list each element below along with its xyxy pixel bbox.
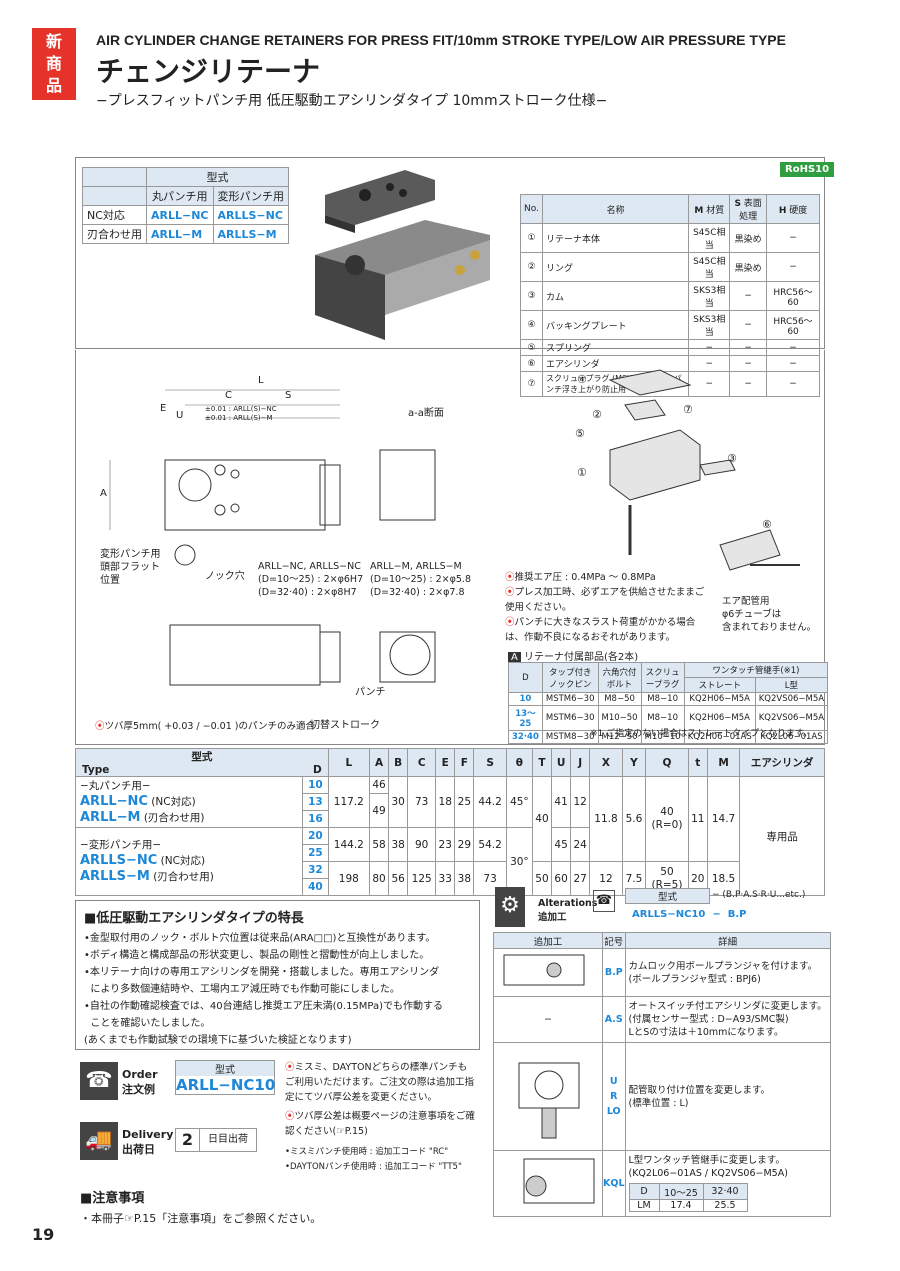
feature-line: ことを確認いたしました。 [84, 1018, 211, 1029]
air-pipe-note: エア配管用 φ6チューブは 含まれておりません。 [722, 596, 817, 633]
section-aa-label: a-a断面 [408, 408, 444, 419]
features-box: ■低圧駆動エアシリンダタイプの特長 •金型取付用のノック・ボルト穴位置は従来品(… [75, 900, 480, 1050]
feature-line: (あくまでも作動試験での環境下に基づいた検証となります) [84, 1035, 352, 1046]
tsuba-note: ⦿ツバ厚5mm( +0.03 / −0.01 )のパンチのみ適合 [95, 721, 315, 732]
title-en: AIR CYLINDER CHANGE RETAINERS FOR PRESS … [96, 32, 786, 48]
feature-line: •本リテーナ向けの専用エアシリンダを開発・搭載しました。専用エアシリンダ [84, 967, 440, 978]
kql-illustration [523, 1158, 595, 1204]
dim-label-s: S [285, 390, 292, 401]
dim-label-c: C [225, 390, 232, 401]
deform-punch-note: 変形パンチ用 頭部フラット 位置 [100, 549, 161, 586]
knock-hole-label: ノック穴 [205, 571, 245, 582]
bp-illustration [503, 954, 585, 986]
product-image [315, 170, 490, 340]
feature-line: •自社の作動確認検査では、40台連結し推奨エア圧未満(0.15MPa)でも作動す… [84, 1001, 444, 1012]
drill-icon: ⚙ [495, 887, 525, 927]
callout-1: ① [577, 466, 587, 479]
tolerance-labels: ±0.01 : ARLL(S)−NC±0.01 : ARLL(S)−M [205, 405, 277, 422]
knock-nc-spec: ARLL−NC, ARLLS−NC(D=10〜25) : 2×φ6H7(D=32… [258, 561, 364, 598]
urlo-illustration [518, 1062, 580, 1139]
stroke-label: 切替ストローク [310, 720, 380, 731]
retainer-parts-title: A リテーナ付属部品(各2本) [508, 648, 638, 663]
title-jp: チェンジリテーナ [96, 55, 321, 88]
features-title: ■低圧駆動エアシリンダタイプの特長 [84, 911, 304, 926]
order-notes: ⦿ミスミ、DAYTONどちらの標準パンチもご利用いただけます。ご注文の際は追加工… [285, 1062, 475, 1172]
exploded-view [608, 369, 800, 571]
dim-label-u: U [176, 410, 184, 421]
feature-line: により多数個連結時や、工場内エア減圧時でも作動可能にしました。 [84, 984, 400, 995]
caution-title: ■注意事項 [80, 1191, 145, 1206]
callout-7: ⑦ [683, 403, 693, 416]
subtitle: −プレスフィットパンチ用 低圧駆動エアシリンダタイプ 10mmストローク仕様− [96, 93, 608, 109]
callout-6: ⑥ [762, 518, 772, 531]
usage-notes: ⦿推奨エア圧 : 0.4MPa 〜 0.8MPa ⦿プレス加工時、必ずエアを供給… [505, 572, 705, 643]
phone-icon: ☎ [80, 1062, 118, 1100]
feature-line: •金型取付用のノック・ボルト穴位置は従来品(ARA□□)と互換性があります。 [84, 933, 436, 944]
dim-label-e: E [160, 403, 167, 414]
technical-drawing-box [75, 350, 825, 745]
order-example: 型式 ARLL−NC10 [175, 1060, 275, 1095]
knock-m-spec: ARLL−M, ARLLS−M(D=10〜25) : 2×φ5.8(D=32·4… [370, 561, 471, 598]
callout-4: ④ [577, 373, 587, 386]
callout-5: ⑤ [575, 427, 585, 440]
page-number: 19 [32, 1225, 55, 1244]
alt-suffix: − (B.P·A.S·R·U...etc.) [712, 890, 806, 900]
dim-label-a: A [100, 488, 107, 499]
dim-label-l: L [258, 375, 264, 386]
alt-example: ARLLS−NC10 − B.P [632, 909, 747, 920]
callout-2: ② [592, 408, 602, 421]
rohs-badge: RoHS10 [780, 162, 835, 177]
retainer-footnote: ※1 ご指定のない場合はストレートタイプとなります。 [590, 729, 812, 739]
phone-small-icon: ☎ [593, 890, 615, 912]
product-overview-box [75, 157, 825, 349]
callout-3: ③ [727, 452, 737, 465]
alt-type-head: 型式 [625, 888, 710, 904]
new-product-badge: 新商品 [32, 28, 76, 100]
truck-icon: 🚚 [80, 1122, 118, 1160]
feature-line: •ボディ構造と構成部品の形状変更し、製品の剛性と摺動性が向上しました。 [84, 950, 430, 961]
technical-drawing [109, 389, 436, 686]
delivery-box: 2 日目出荷 [175, 1128, 257, 1152]
caution-text: ・本冊子☞P.15「注意事項」をご参照ください。 [80, 1212, 322, 1225]
punch-label: パンチ [355, 687, 386, 698]
